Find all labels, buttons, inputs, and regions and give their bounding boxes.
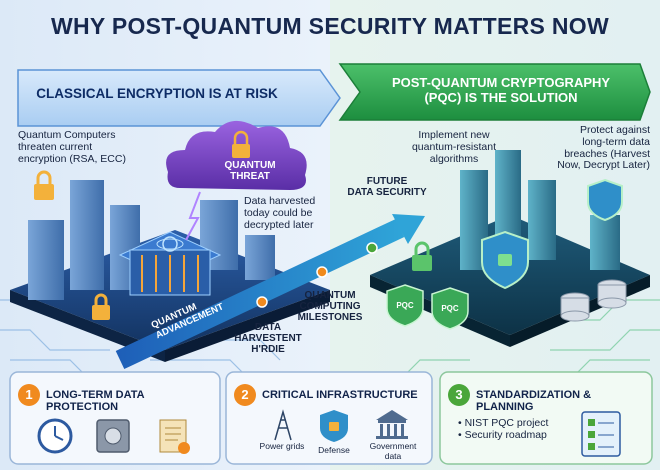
- government-data-label: Government data: [369, 441, 417, 461]
- future-line: FUTURE: [366, 176, 408, 187]
- left-platform-side: [10, 290, 165, 362]
- milestones-line: MILESTONES: [297, 312, 363, 324]
- government-building-icon: [376, 410, 408, 439]
- protect-text-line: long-term data: [582, 135, 650, 148]
- defense-label: Defense: [318, 445, 350, 455]
- quantum-threat-cloud: [166, 120, 307, 190]
- safe-icon: [96, 419, 130, 453]
- banner-right-label: POST-QUANTUM CRYPTOGRAPHY (PQC) IS THE S…: [376, 75, 626, 105]
- left-platform-side2: [165, 290, 330, 362]
- cloud-label-line: QUANTUM: [224, 160, 276, 171]
- milestones-label: QUANTUM COMPUTING MILESTONES: [290, 290, 370, 324]
- power-tower-icon: [274, 409, 292, 441]
- future-security-label: FUTURE DATA SECURITY: [342, 176, 432, 198]
- quantum-computer: [118, 231, 222, 296]
- panel-number-3: 3: [448, 384, 470, 406]
- harvest-label-line: DATA: [254, 322, 282, 333]
- document-icon: [159, 419, 190, 454]
- database-icon: [560, 279, 627, 322]
- shield-icon: [481, 230, 529, 290]
- cloud-label-line: THREAT: [230, 171, 270, 183]
- protect-text-line: breaches (Harvest: [564, 147, 650, 160]
- milestones-line: QUANTUM: [304, 290, 356, 301]
- panel-1-title: LONG-TERM DATA PROTECTION: [46, 389, 145, 414]
- defense-shield-icon: [320, 410, 348, 442]
- quantum-threat-text: Quantum Computers threaten current encry…: [18, 129, 168, 165]
- harvest-text-line: decrypted later: [244, 218, 314, 231]
- banner-right: [338, 63, 651, 121]
- checklist-icon: [581, 411, 621, 457]
- harvest-text: Data harvested today could be decrypted …: [244, 195, 354, 231]
- harvest-text-line: Data harvested: [244, 195, 316, 207]
- implement-text: Implement new quantum-resistant algorith…: [398, 129, 510, 165]
- pqc-badge-label: PQC: [441, 304, 459, 313]
- power-grids-label: Power grids: [259, 441, 305, 451]
- left-buildings: [28, 180, 275, 300]
- padlock-icon: [34, 170, 54, 200]
- padlock-icon: [412, 241, 432, 271]
- standardization-bullets: • NIST PQC project • Security roadmap: [458, 417, 578, 442]
- protect-text-line: Protect against: [579, 124, 650, 136]
- timeline-marker-harvest: [256, 296, 268, 308]
- banner-left: [17, 69, 341, 127]
- implement-text-line: Implement new: [418, 129, 490, 141]
- quantum-text-line: Quantum Computers: [18, 129, 116, 141]
- banner-right-line1: POST-QUANTUM CRYPTOGRAPHY: [391, 75, 611, 90]
- panel-3-title: STANDARDIZATION & PLANNING: [476, 389, 592, 414]
- panel-number-1: 1: [18, 384, 40, 406]
- milestones-line: COMPUTING: [299, 301, 361, 313]
- pqc-badge-label: PQC: [396, 301, 414, 310]
- padlock-icon: [92, 293, 110, 320]
- cloud-label: QUANTUM THREAT: [210, 160, 290, 182]
- pqc-badge: [431, 287, 469, 330]
- timeline-arrow: [115, 218, 405, 370]
- banner-right-line2: (PQC) IS THE SOLUTION: [424, 89, 578, 105]
- shield-icon: [587, 178, 623, 222]
- panel-2-title: CRITICAL INFRASTRUCTURE: [262, 389, 418, 401]
- quantum-text-line: threaten current: [18, 140, 93, 153]
- quantum-text-line: encryption (RSA, ECC): [18, 152, 126, 165]
- bullet-item: • NIST PQC project: [458, 417, 549, 429]
- implement-text-line: quantum-resistant: [411, 140, 497, 153]
- future-line: DATA SECURITY: [347, 187, 427, 199]
- banner-left-label: CLASSICAL ENCRYPTION IS AT RISK: [36, 86, 278, 101]
- timeline-arrow-head: [392, 214, 425, 244]
- timeline-marker-milestones: [316, 266, 328, 278]
- harvest-label-line: HARVESTENT: [234, 333, 302, 345]
- protect-text: Protect against long-term data breaches …: [540, 124, 650, 172]
- page-title: WHY POST-QUANTUM SECURITY MATTERS NOW: [51, 13, 609, 39]
- pqc-badge: [386, 284, 424, 327]
- clock-icon: [37, 418, 73, 454]
- harvest-text-line: today could be: [244, 206, 313, 219]
- timeline-marker-future: [366, 242, 378, 254]
- lightning-bolt: [185, 191, 201, 241]
- harvest-label-line: H'RDIE: [251, 344, 285, 356]
- protect-text-line: Now, Decrypt Later): [557, 159, 650, 172]
- bullet-item: • Security roadmap: [458, 428, 547, 441]
- panel-number-2: 2: [234, 384, 256, 406]
- data-harvest-label: DATA HARVESTENT H'RDIE: [228, 322, 308, 356]
- implement-text-line: algorithms: [429, 152, 479, 165]
